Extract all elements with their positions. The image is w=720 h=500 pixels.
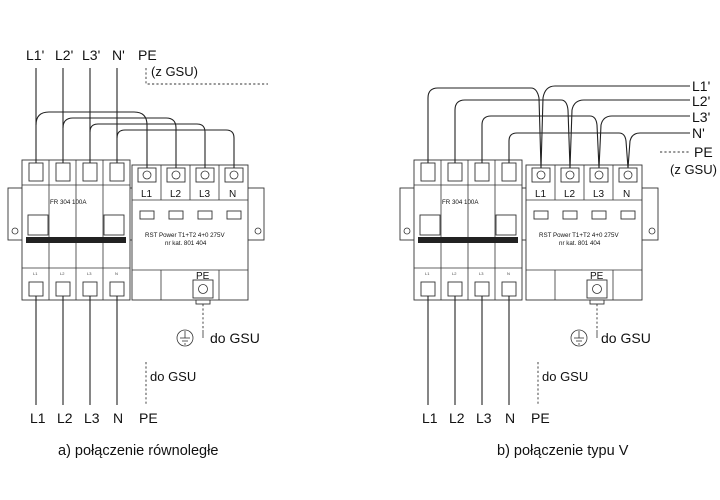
bottom-label-l3: L3 <box>476 410 492 426</box>
diagram-a-parallel-connection: FR 304 100A L1 L2 L3 N <box>7 47 268 459</box>
surge-protector-rst <box>131 164 249 305</box>
bottom-label-l3: L3 <box>84 410 100 426</box>
top-label-n-prime: N' <box>112 47 125 63</box>
spd-terminal-n: N <box>229 189 236 200</box>
ground-icon <box>176 329 194 347</box>
rail-screw <box>648 227 656 235</box>
pe-note-from-gsu: (z GSU) <box>670 162 717 177</box>
bottom-label-pe: PE <box>139 410 158 426</box>
spd-terminal-l1: L1 <box>535 189 547 200</box>
switch-model-label: FR 304 100A <box>50 199 87 206</box>
switch-bottom-label-l1: L1 <box>425 271 430 276</box>
top-label-l1-prime: L1' <box>26 47 44 63</box>
spd-pe-terminal-label: PE <box>590 271 604 282</box>
caption-parallel: a) połączenie równoległe <box>58 443 218 459</box>
rail-screw <box>254 227 262 235</box>
right-label-l1-prime: L1' <box>692 78 710 94</box>
spd-terminal-l2: L2 <box>170 189 182 200</box>
switch-bottom-label-n: N <box>507 271 510 276</box>
switch-bottom-label-l3: L3 <box>87 271 92 276</box>
spd-terminal-l2: L2 <box>564 189 576 200</box>
switch-bottom-label-l3: L3 <box>479 271 484 276</box>
switch-model-label: FR 304 100A <box>442 199 479 206</box>
spd-model-label: RST Power T1+T2 4+0 275V <box>539 232 619 239</box>
pe-conductor-top <box>145 68 268 85</box>
bottom-label-l1: L1 <box>422 410 438 426</box>
pe-note-from-gsu: (z GSU) <box>151 64 198 79</box>
output-wires <box>427 296 510 405</box>
pe-bottom-note: do GSU <box>150 369 196 384</box>
ground-icon <box>570 329 588 347</box>
parallel-connection-wires <box>35 111 235 168</box>
top-label-l3-prime: L3' <box>82 47 100 63</box>
spd-model-label: RST Power T1+T2 4+0 275V <box>145 232 225 239</box>
right-label-l2-prime: L2' <box>692 93 710 109</box>
switch-bottom-label-l1: L1 <box>33 271 38 276</box>
diagram-b-v-connection: FR 304 100A L1 L2 L3 N <box>399 78 717 459</box>
bottom-label-pe: PE <box>531 410 550 426</box>
switch-disconnector-fr304 <box>413 159 523 301</box>
spd-terminal-n: N <box>623 189 630 200</box>
spd-terminal-l1: L1 <box>141 189 153 200</box>
rail-screw <box>11 227 19 235</box>
right-label-l3-prime: L3' <box>692 109 710 125</box>
bottom-label-n: N <box>113 410 123 426</box>
bottom-label-n: N <box>505 410 515 426</box>
right-label-pe: PE <box>694 144 713 160</box>
rail-screw <box>403 227 411 235</box>
bottom-label-l1: L1 <box>30 410 46 426</box>
v-connection-wires <box>427 85 690 169</box>
top-label-l2-prime: L2' <box>55 47 73 63</box>
bottom-label-l2: L2 <box>57 410 73 426</box>
spd-catalog-number: nr kat. 801 404 <box>165 240 207 247</box>
supply-wires <box>35 68 118 163</box>
switch-bottom-label-l2: L2 <box>452 271 457 276</box>
switch-disconnector-fr304 <box>21 159 131 301</box>
caption-v-connection: b) połączenie typu V <box>497 443 629 459</box>
output-wires <box>35 296 118 405</box>
switch-bottom-label-n: N <box>115 271 118 276</box>
spd-terminal-l3: L3 <box>199 189 211 200</box>
bottom-label-l2: L2 <box>449 410 465 426</box>
surge-protector-rst <box>525 164 643 305</box>
spd-catalog-number: nr kat. 801 404 <box>559 240 601 247</box>
switch-bottom-label-l2: L2 <box>60 271 65 276</box>
spd-pe-terminal-label: PE <box>196 271 210 282</box>
top-label-pe: PE <box>138 47 157 63</box>
ground-note: do GSU <box>210 330 260 346</box>
pe-bottom-note: do GSU <box>542 369 588 384</box>
right-label-n-prime: N' <box>692 125 705 141</box>
ground-note: do GSU <box>601 330 651 346</box>
spd-terminal-l3: L3 <box>593 189 605 200</box>
